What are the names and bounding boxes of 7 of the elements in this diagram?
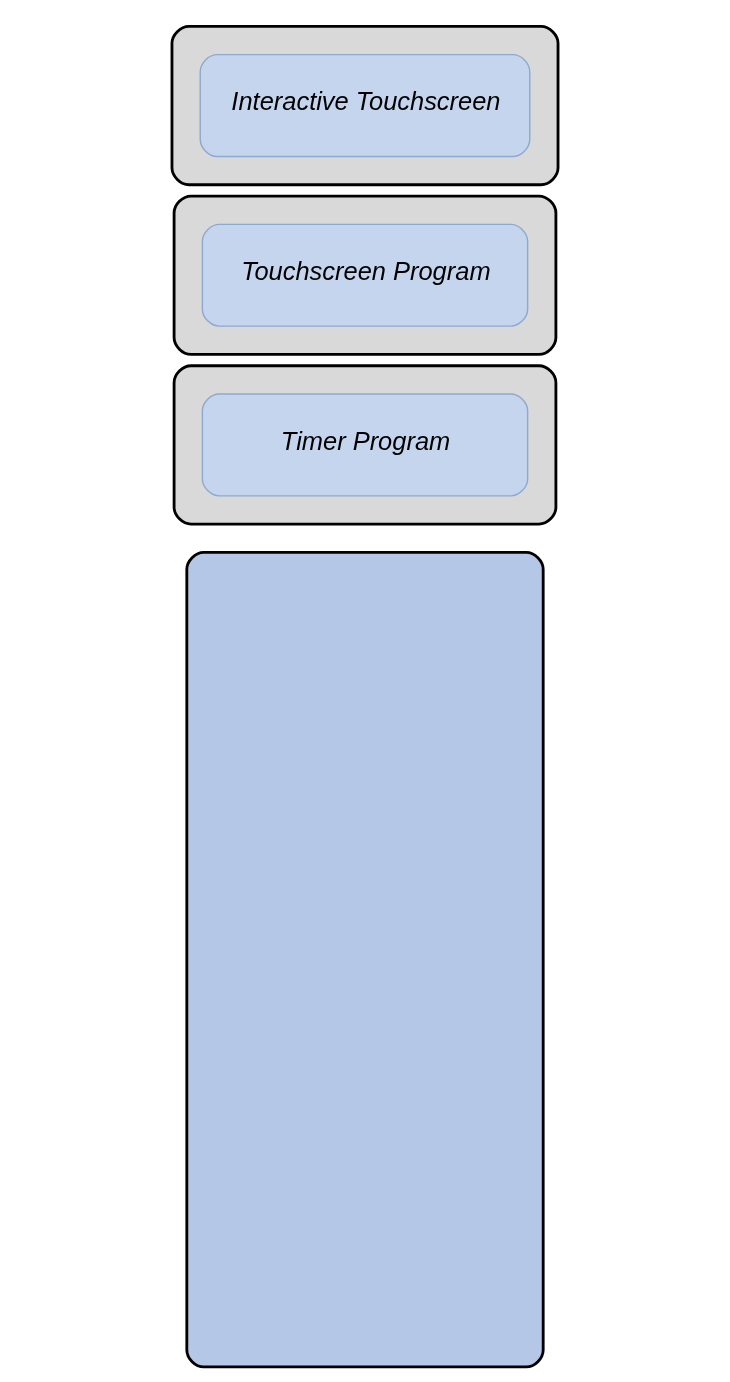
node-box: Touchscreen Program [201,223,529,327]
node-box: Timer Program [201,393,529,497]
cluster [172,194,558,356]
cluster [172,364,558,526]
node-box [185,551,545,1369]
cluster [170,24,560,187]
node-box: Interactive Touchscreen [199,53,531,158]
